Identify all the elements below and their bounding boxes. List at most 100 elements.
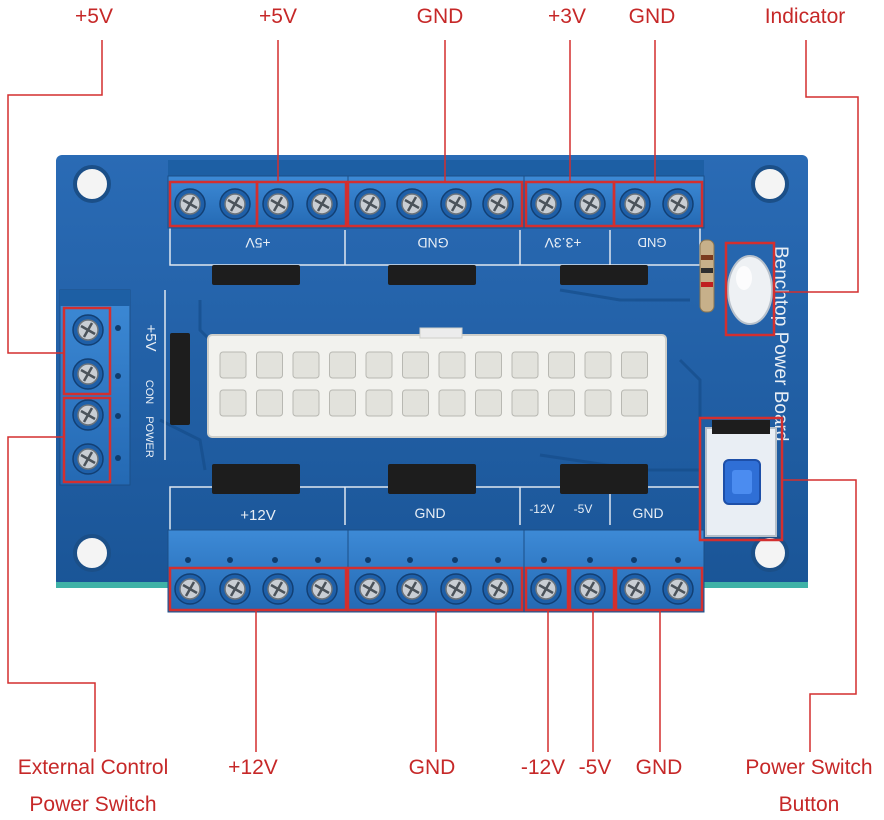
terminal-screw xyxy=(72,314,104,346)
indicator-led xyxy=(699,239,773,325)
highlight-top-gnd-right xyxy=(612,180,704,228)
highlight-top-5v-b xyxy=(255,180,348,228)
atx-pin xyxy=(548,389,575,417)
terminal-screw xyxy=(530,573,562,605)
terminal-screw xyxy=(72,443,104,475)
atx-pin xyxy=(292,351,320,379)
terminal-screw xyxy=(396,188,428,220)
callout-ext-control-line2: Power Switch xyxy=(29,793,157,816)
terminal-screw xyxy=(72,358,104,390)
atx-pin xyxy=(584,389,612,417)
atx-pin xyxy=(438,389,466,417)
callout-bottom-12v: +12V xyxy=(228,756,278,779)
bottom-terminal-blocks xyxy=(167,529,705,613)
terminal-screw xyxy=(306,188,338,220)
atx-pin xyxy=(365,389,393,417)
terminal-screw xyxy=(174,573,206,605)
terminal-screw xyxy=(619,573,651,605)
silk-bottom-neg12v: -12V xyxy=(529,502,554,516)
power-switch-button xyxy=(705,420,777,537)
pin-header-bottom-12v xyxy=(212,464,300,494)
atx-pin xyxy=(621,351,648,379)
callout-bottom-neg12v: -12V xyxy=(520,756,566,779)
pin-header-top-5v xyxy=(212,265,300,285)
pin-headers xyxy=(170,265,648,494)
top-terminal-blocks xyxy=(167,160,705,229)
silk-bottom-neg5v: -5V xyxy=(574,502,593,516)
highlight-boxes xyxy=(62,180,784,612)
terminal-screw xyxy=(396,573,428,605)
highlight-indicator xyxy=(724,241,776,337)
highlight-bottom-gnd xyxy=(346,566,524,612)
atx-pin xyxy=(438,351,466,379)
terminal-screw xyxy=(262,573,294,605)
callout-lines xyxy=(7,40,859,752)
atx-pin xyxy=(219,351,247,379)
pin-header-bottom-gnd xyxy=(388,464,476,494)
callout-bottom-gnd: GND xyxy=(408,756,456,779)
atx-24pin-connector xyxy=(207,327,667,438)
highlight-top-gnd xyxy=(346,180,524,228)
highlight-power-switch xyxy=(698,416,784,542)
callout-top-5v: +5V xyxy=(259,5,297,28)
atx-pin xyxy=(511,351,539,379)
pin-header-side xyxy=(170,333,190,425)
callout-top-gnd-right: GND xyxy=(628,5,676,28)
silk-side-5v: +5V xyxy=(142,324,159,351)
atx-pin xyxy=(621,389,648,417)
terminal-screw xyxy=(482,573,514,605)
terminal-screw xyxy=(354,188,386,220)
terminal-screw xyxy=(482,188,514,220)
callout-power-switch-line1: Power Switch xyxy=(745,756,873,779)
terminal-screw xyxy=(574,188,606,220)
callout-bottom-gnd-right: GND xyxy=(635,756,683,779)
highlight-left-5v xyxy=(62,306,112,396)
pin-header-top-gnd xyxy=(388,265,476,285)
atx-pin xyxy=(292,389,320,417)
terminal-screw xyxy=(262,188,294,220)
atx-pin xyxy=(402,389,429,417)
callout-top-5v-left: +5V xyxy=(75,5,113,28)
atx-pin xyxy=(219,389,247,417)
silk-bottom-12v: +12V xyxy=(240,507,275,524)
atx-pin xyxy=(329,389,356,417)
highlight-bottom-neg12v xyxy=(524,566,570,612)
silk-top-33v: +3.3V xyxy=(544,235,582,251)
terminal-screw xyxy=(440,573,472,605)
atx-pin xyxy=(402,351,429,379)
callout-top-gnd: GND xyxy=(416,5,464,28)
pin-header-bottom-neg xyxy=(560,464,648,494)
silk-top-5v: +5V xyxy=(245,235,271,251)
highlight-bottom-neg5v xyxy=(568,566,616,612)
terminal-screw xyxy=(662,188,694,220)
atx-pin xyxy=(256,351,283,379)
silk-side-con: CON xyxy=(143,380,155,405)
silk-bottom-gnd2: GND xyxy=(632,505,663,521)
callout-bottom-neg5v: -5V xyxy=(578,756,612,779)
left-terminal-block xyxy=(59,289,131,486)
mounting-hole xyxy=(73,534,111,572)
highlight-left-power xyxy=(62,396,112,484)
terminal-screw xyxy=(440,188,472,220)
highlight-bottom-gnd-right xyxy=(614,566,704,612)
terminal-screw xyxy=(72,399,104,431)
terminal-screw xyxy=(174,188,206,220)
atx-pin xyxy=(329,351,356,379)
terminal-screw xyxy=(219,188,251,220)
terminal-screw xyxy=(306,573,338,605)
atx-pin xyxy=(548,351,575,379)
mounting-hole xyxy=(73,165,111,203)
terminal-screw xyxy=(574,573,606,605)
mounting-hole xyxy=(751,165,789,203)
atx-pin xyxy=(365,351,393,379)
callout-indicator: Indicator xyxy=(764,5,846,28)
terminal-screw xyxy=(619,188,651,220)
atx-pin xyxy=(584,351,612,379)
atx-pin xyxy=(256,389,283,417)
silk-top-gnd: GND xyxy=(417,235,448,251)
callout-top-3v: +3V xyxy=(548,5,586,28)
highlight-bottom-12v xyxy=(168,566,348,612)
silk-bottom-gnd: GND xyxy=(414,505,445,521)
